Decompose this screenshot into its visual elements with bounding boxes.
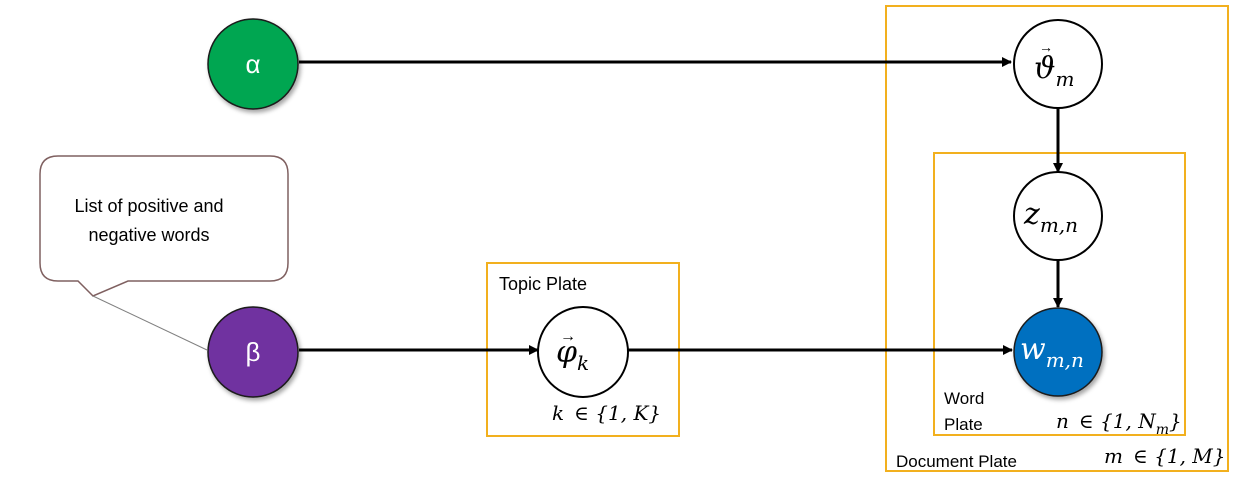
w-label: wm,n bbox=[1020, 332, 1084, 372]
topic-plate-label: Topic Plate bbox=[499, 274, 587, 294]
word-plate-range-subscript: m bbox=[1156, 422, 1169, 438]
z-symbol: z bbox=[1023, 197, 1040, 232]
phi-node bbox=[537, 306, 629, 398]
topic-plate-index: k bbox=[552, 401, 564, 425]
w-symbol: w bbox=[1020, 332, 1046, 367]
word-plate-range-text: ∈ {1, N bbox=[1079, 409, 1157, 433]
word-plate-index: n bbox=[1056, 409, 1069, 433]
theta-arrow: → bbox=[1039, 39, 1053, 55]
alpha-node bbox=[207, 18, 299, 110]
topic-plate-range: k ∈ {1, K} bbox=[552, 401, 661, 425]
beta-label: β bbox=[246, 337, 261, 367]
word-plate-label-line2: Plate bbox=[944, 415, 983, 434]
callout-connector bbox=[92, 295, 208, 351]
theta-subscript: m bbox=[1055, 67, 1074, 91]
word-plate-range-end: } bbox=[1169, 409, 1182, 433]
topic-plate-range-text: ∈ {1, K} bbox=[574, 401, 661, 425]
document-plate-range: m ∈ {1, M} bbox=[1104, 444, 1226, 468]
phi-arrow: → bbox=[560, 328, 576, 345]
document-plate-range-text: ∈ {1, M} bbox=[1133, 444, 1226, 468]
theta-node bbox=[1013, 19, 1103, 109]
w-subscript: m,n bbox=[1046, 348, 1084, 372]
z-subscript: m,n bbox=[1040, 213, 1078, 237]
w-node bbox=[1013, 307, 1103, 397]
callout-text-line2: negative words bbox=[88, 225, 209, 245]
document-plate-index: m bbox=[1104, 444, 1123, 468]
callout-bubble bbox=[39, 155, 289, 297]
z-label: zm,n bbox=[1023, 197, 1078, 237]
z-node bbox=[1013, 171, 1103, 261]
phi-label: φk bbox=[556, 335, 589, 375]
phi-subscript: k bbox=[577, 351, 589, 375]
alpha-label: α bbox=[245, 49, 260, 79]
word-plate-label-line1: Word bbox=[944, 389, 984, 408]
word-plate-range: n ∈ {1, Nm} bbox=[1056, 409, 1182, 438]
beta-node bbox=[207, 306, 299, 398]
theta-symbol: ϑ bbox=[1034, 51, 1055, 86]
document-plate-label: Document Plate bbox=[896, 452, 1017, 471]
callout-text-line1: List of positive and bbox=[74, 196, 223, 216]
document-plate bbox=[885, 5, 1229, 472]
theta-label: ϑm bbox=[1034, 51, 1074, 91]
phi-symbol: φ bbox=[556, 335, 577, 370]
